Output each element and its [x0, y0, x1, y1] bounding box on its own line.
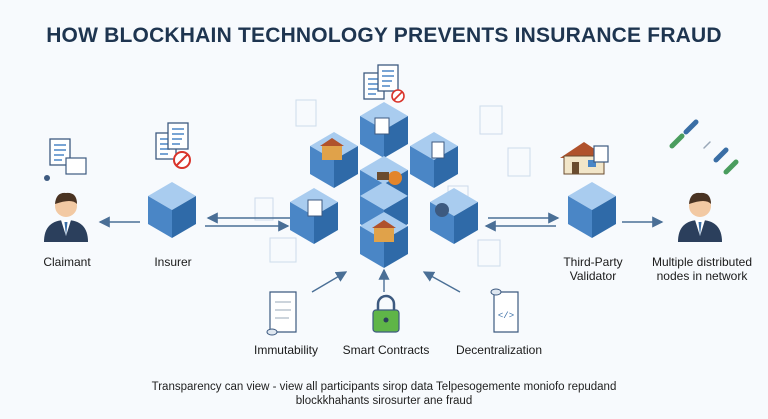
house-icon: [560, 142, 609, 175]
decentralization-label: Decentralization: [455, 343, 543, 357]
validator-label: Third-Party Validator: [548, 255, 638, 283]
denied-document-icon: [155, 122, 191, 169]
validator-cube: [568, 182, 616, 238]
smart-contracts-label: Smart Contracts: [342, 343, 430, 357]
nodes-label: Multiple distributed nodes in network: [640, 255, 764, 283]
diagram-title: HOW BLOCKHAIN TECHNOLOGY PREVENTS INSURA…: [46, 24, 722, 47]
caption-line-1: Transparency can view - view all partici…: [151, 381, 617, 393]
claimant-person-icon: [44, 192, 88, 242]
code-scroll-icon: </>: [490, 288, 519, 333]
scroll-icon: [266, 291, 297, 336]
connector-arrows: [98, 212, 664, 293]
validator-label-line1: Third-Party: [563, 255, 623, 269]
insurer-label: Insurer: [154, 255, 192, 269]
cube-icons: [307, 117, 449, 242]
validator-label-line2: Validator: [569, 269, 617, 283]
caption-line-2: blockkhahants sirosurter ane fraud: [295, 395, 473, 407]
claimant-label: Claimant: [43, 255, 91, 269]
document-icon-claimant: [44, 138, 87, 181]
lock-icon: [372, 294, 400, 333]
nodes-label-line1: Multiple distributed: [651, 255, 753, 269]
svg-text:</>: </>: [498, 311, 514, 321]
nodes-label-line2: nodes in network: [656, 269, 748, 283]
document-icon-top: [363, 64, 405, 103]
broken-chain-icon: [669, 119, 739, 175]
network-person-icon: [678, 192, 722, 242]
insurer-cube: [148, 182, 196, 238]
immutability-label: Immutability: [253, 343, 318, 357]
